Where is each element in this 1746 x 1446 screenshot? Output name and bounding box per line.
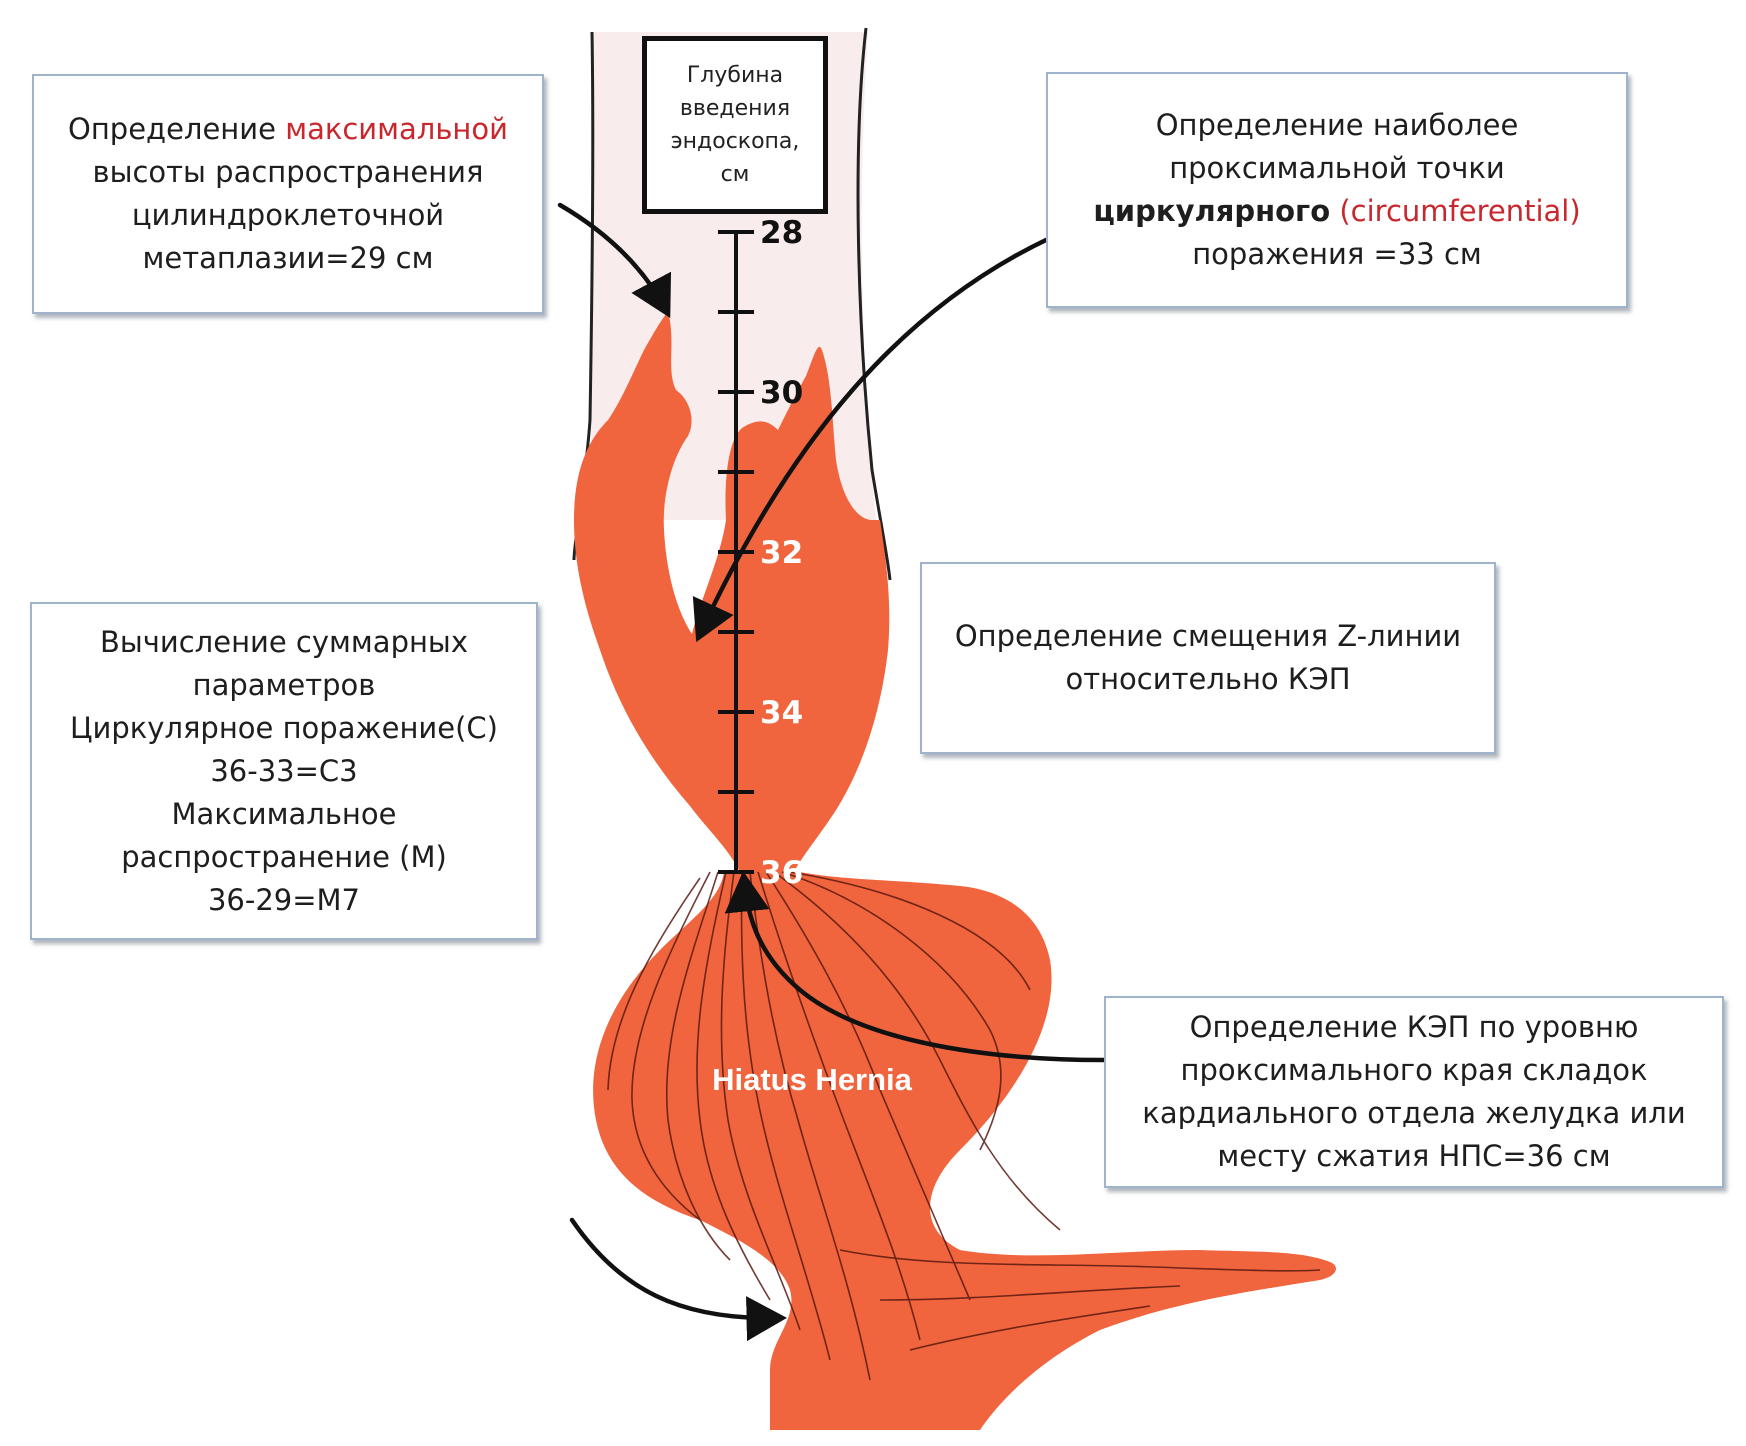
circumferential-line: проксимальной точки xyxy=(1169,151,1505,185)
depth-header-line: введения xyxy=(679,96,791,121)
summary-line: распространение (М) xyxy=(121,839,447,874)
z-line-callout: Определение смещения Z-линии относительн… xyxy=(920,562,1496,754)
max-extent-line: метаплазии=29 см xyxy=(142,241,434,275)
gej-line: проксимального края складок xyxy=(1180,1053,1648,1087)
circumferential-line: Определение наиболее xyxy=(1155,108,1519,142)
scale-tick-labels: 28 30 32 34 36 xyxy=(760,215,803,891)
arrow-max-extent xyxy=(557,202,672,318)
callout-arrows xyxy=(557,202,1107,1342)
depth-header-box: Глубина введения эндоскопа, см xyxy=(642,36,828,214)
summary-line: Вычисление суммарных xyxy=(99,624,468,659)
scale-tick-label: 30 xyxy=(760,375,803,411)
circumferential-highlight: (circumferential) xyxy=(1330,194,1581,228)
summary-line: 36-33=С3 xyxy=(210,753,358,788)
gej-callout: Определение КЭП по уровню проксимального… xyxy=(1104,996,1724,1188)
circumferential-bold: циркулярного xyxy=(1093,194,1331,228)
summary-line: Максимальное xyxy=(171,796,397,831)
depth-header-line: см xyxy=(720,162,750,187)
circumferential-callout: Определение наиболее проксимальной точки… xyxy=(1046,72,1628,308)
z-line-line: Определение смещения Z-линии xyxy=(954,619,1462,653)
scale-tick-label: 28 xyxy=(760,215,803,251)
arrow-circumferential xyxy=(692,237,1049,643)
scale-tick-label: 34 xyxy=(760,695,803,731)
summary-line: параметров xyxy=(192,667,376,702)
gej-line: месту сжатия НПС=36 см xyxy=(1217,1139,1611,1173)
hiatus-hernia-label: Hiatus Hernia xyxy=(712,1062,913,1097)
max-extent-callout: Определение максимальной высоты распрост… xyxy=(32,74,544,314)
z-line-line: относительно КЭП xyxy=(1065,662,1351,696)
columnar-metaplasia-region xyxy=(574,312,890,872)
depth-header-line: Глубина xyxy=(686,63,784,88)
scale-tick-label: 32 xyxy=(760,535,803,571)
max-extent-highlight: максимальной xyxy=(285,112,508,146)
depth-header-line: эндоскопа, xyxy=(670,129,800,154)
gej-line: Определение КЭП по уровню xyxy=(1189,1010,1639,1044)
arrow-bottom xyxy=(569,1217,787,1342)
hiatus-hernia-region xyxy=(593,868,1336,1430)
esophagus-right-wall xyxy=(856,27,892,581)
summary-line: Циркулярное поражение(С) xyxy=(70,710,498,745)
max-extent-line: цилиндроклеточной xyxy=(131,198,445,232)
circumferential-line: поражения =33 см xyxy=(1192,237,1482,271)
summary-line: 36-29=М7 xyxy=(207,882,361,917)
max-extent-line: высоты распространения xyxy=(92,155,484,189)
gastric-fold-lines xyxy=(607,871,1321,1381)
arrow-gej xyxy=(724,871,1107,1063)
scale-tick-label: 36 xyxy=(760,855,803,891)
summary-callout: Вычисление суммарных параметров Циркуляр… xyxy=(30,602,538,940)
gej-line: кардиального отдела желудка или xyxy=(1142,1096,1686,1130)
max-extent-prefix: Определение xyxy=(68,112,286,146)
